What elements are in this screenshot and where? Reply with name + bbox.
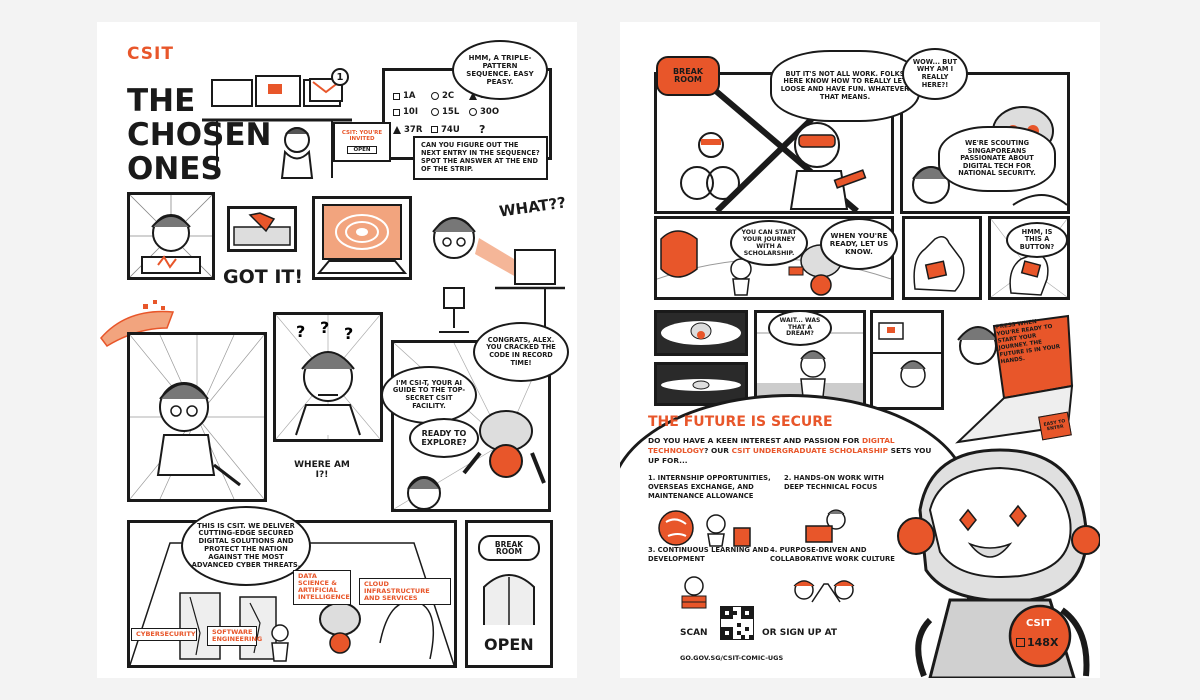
scholarship-intro: Do you have a keen interest and passion … <box>648 436 932 465</box>
sequence-item: 37R <box>393 123 431 136</box>
panel-hand-button <box>902 216 982 300</box>
benefit-1-illustration <box>656 508 766 548</box>
square-icon <box>393 92 400 100</box>
speech-ready-to-explore: Ready to explore? <box>409 418 479 458</box>
speech-bubble-puzzle: Hmm, a triple-pattern sequence. Easy pea… <box>452 40 548 100</box>
door-open-label[interactable]: OPEN <box>484 635 534 654</box>
sequence-item-unknown: ? <box>479 123 486 136</box>
speech-why-here: Wow... but why am I really here?! <box>902 48 968 100</box>
break-room-banner: BREAK ROOM <box>656 56 720 96</box>
panel-falling <box>127 332 267 502</box>
benefit-3: 3. Continuous learning and development <box>648 546 769 563</box>
invite-popup: CSIT: You're invited Open <box>333 122 391 162</box>
triangle-icon <box>393 125 401 134</box>
area-tag-cloud: Cloud Infrastructure and Services <box>359 578 451 606</box>
sequence-answer: 148X <box>1016 636 1058 649</box>
speech-scouting: We're scouting Singaporeans passionate a… <box>938 126 1056 192</box>
speech-is-this-a-button: Hmm, is this a button? <box>1006 222 1068 258</box>
signup-url-link[interactable]: GO.GOV.SG/CSIT-COMIC-UGS <box>680 654 784 662</box>
speech-where-am-i: Where am I?! <box>294 459 350 480</box>
robot-mascot-illustration <box>890 440 1100 678</box>
panel-eye-opening-1 <box>654 310 748 356</box>
invite-open-button[interactable]: Open <box>347 146 377 154</box>
mail-icon[interactable] <box>309 78 343 102</box>
headline-future-secure: THE FUTURE IS SECURE <box>648 414 833 430</box>
panel-break-room-door: BREAK ROOM OPEN <box>465 520 553 668</box>
sequence-item: 2C <box>431 91 469 101</box>
benefit-4-illustration <box>786 574 866 616</box>
speech-ai-intro: I'm CSI-T, your AI guide to the top-secr… <box>381 366 477 424</box>
triangle-icon <box>469 92 477 100</box>
teleport-beam-illustration <box>97 298 177 348</box>
scan-label: SCAN <box>680 628 708 638</box>
page-title: THE CHOSEN ONES <box>127 83 272 187</box>
comic-page-left: CSIT THE CHOSEN ONES 1 CSIT: You're invi… <box>97 22 577 678</box>
benefit-3-illustration <box>670 574 720 614</box>
desk-scene-illustration <box>202 70 352 180</box>
area-tag-software-engineering: Software Engineering <box>207 626 262 647</box>
comic-page-right: BREAK ROOM But it's not all work. Folks … <box>620 22 1100 678</box>
square-icon <box>393 108 400 116</box>
sequence-item: 15L <box>431 107 469 117</box>
benefit-2: 2. Hands-on work with deep technical foc… <box>784 474 884 491</box>
speech-facility-intro: This is CSIT. We deliver cutting-edge se… <box>181 506 311 586</box>
qr-code-icon[interactable] <box>720 606 754 640</box>
benefit-1: 1. Internship opportunities, overseas ex… <box>648 474 771 500</box>
panel-typing <box>127 192 215 280</box>
circle-icon <box>431 92 439 100</box>
svg-text:?: ? <box>344 324 353 343</box>
puzzle-caption: Can you figure out the next entry in the… <box>413 136 548 180</box>
robot-csit-badge: CSIT <box>1026 618 1052 629</box>
speech-scholarship-journey: You can start your journey with a schola… <box>730 220 808 266</box>
enter-key-button[interactable]: Easy to enter <box>1038 411 1072 441</box>
sequence-item: 30O <box>469 107 507 117</box>
circle-icon <box>469 108 477 116</box>
speech-was-that-a-dream: Wait... was that a dream? <box>768 310 832 346</box>
sequence-item: 1A <box>393 91 431 101</box>
sequence-item: 10I <box>393 107 431 117</box>
panel-screen-glow <box>312 196 412 280</box>
benefit-2-illustration <box>800 506 860 546</box>
sfx-got-it: GOT IT! <box>223 266 304 288</box>
benefit-4: 4. Purpose-driven and collaborative work… <box>770 546 895 563</box>
break-room-sign: BREAK ROOM <box>478 535 540 561</box>
circle-icon <box>431 108 439 116</box>
csit-logo: CSIT <box>127 44 174 64</box>
notification-badge: 1 <box>331 68 349 86</box>
panel-confused: ? ? ? <box>273 312 383 442</box>
sequence-item: 74U <box>431 123 469 136</box>
area-tag-data-science-ai: Data Science & Artificial Intelligence <box>293 570 351 605</box>
svg-text:?: ? <box>320 318 329 337</box>
speech-congrats: Congrats, Alex. You cracked the code in … <box>473 322 569 382</box>
signup-label: OR SIGN UP AT <box>762 628 838 638</box>
square-icon <box>431 126 438 133</box>
startled-character-illustration <box>419 198 569 338</box>
speech-let-loose: But it's not all work. Folks here know h… <box>770 50 920 122</box>
square-icon <box>1016 638 1025 647</box>
area-tag-cybersecurity: Cybersecurity <box>131 628 197 642</box>
panel-desk-return <box>870 310 944 410</box>
panel-keyboard-closeup <box>227 206 297 252</box>
speech-let-us-know: When you're ready, let us know. <box>820 218 898 270</box>
svg-text:?: ? <box>296 322 305 341</box>
